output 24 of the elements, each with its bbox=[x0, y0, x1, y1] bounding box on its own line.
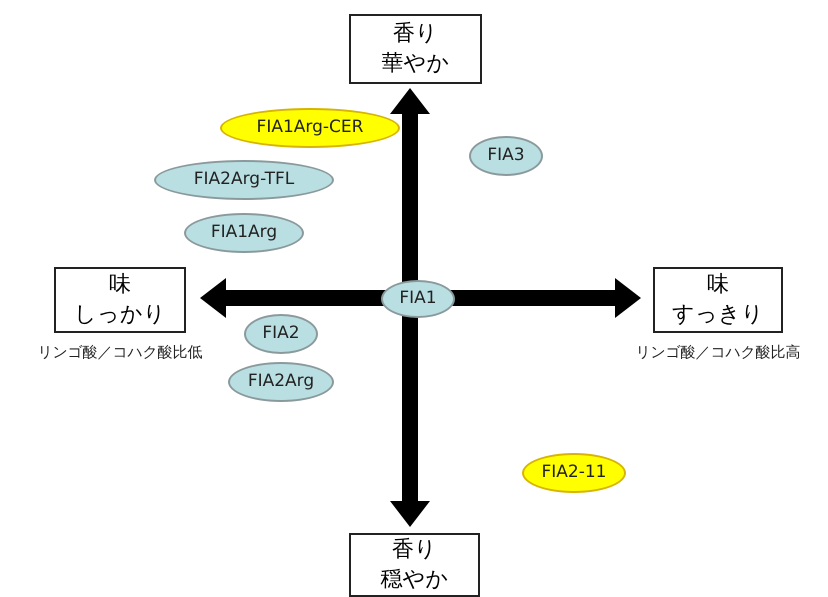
axis-label: 華やか bbox=[382, 50, 450, 78]
axis-label-box bbox=[349, 14, 482, 84]
strain-label: FIA2Arg bbox=[248, 370, 314, 394]
strain-label: FIA2Arg-TFL bbox=[194, 168, 294, 192]
double-arrow bbox=[390, 88, 430, 527]
strain-label: FIA1Arg-CER bbox=[256, 116, 364, 140]
axis-label-box bbox=[349, 533, 480, 597]
strain-label: FIA3 bbox=[487, 144, 525, 168]
axis-label-box bbox=[653, 267, 783, 333]
axis-label: 香り bbox=[393, 20, 438, 48]
strain-label: FIA2-11 bbox=[541, 461, 606, 484]
yeast-ellipse bbox=[220, 108, 400, 148]
axis-label: 味 bbox=[707, 271, 729, 299]
strain-label: FIA1Arg bbox=[210, 221, 278, 244]
axis-label-box bbox=[54, 267, 186, 333]
strain-label: FIA1 bbox=[399, 287, 437, 310]
strain-label: FIA2 bbox=[262, 322, 300, 346]
axis-label: すっきり bbox=[672, 301, 764, 329]
ratio-note: リンゴ酸／コハク酸比高 bbox=[634, 342, 802, 363]
ratio-note: リンゴ酸／コハク酸比低 bbox=[36, 342, 204, 363]
axis-label: しっかり bbox=[74, 301, 166, 329]
axis-label: 味 bbox=[109, 271, 131, 299]
axis-label: 香り bbox=[392, 536, 437, 564]
axis-label: 穏やか bbox=[380, 566, 448, 594]
